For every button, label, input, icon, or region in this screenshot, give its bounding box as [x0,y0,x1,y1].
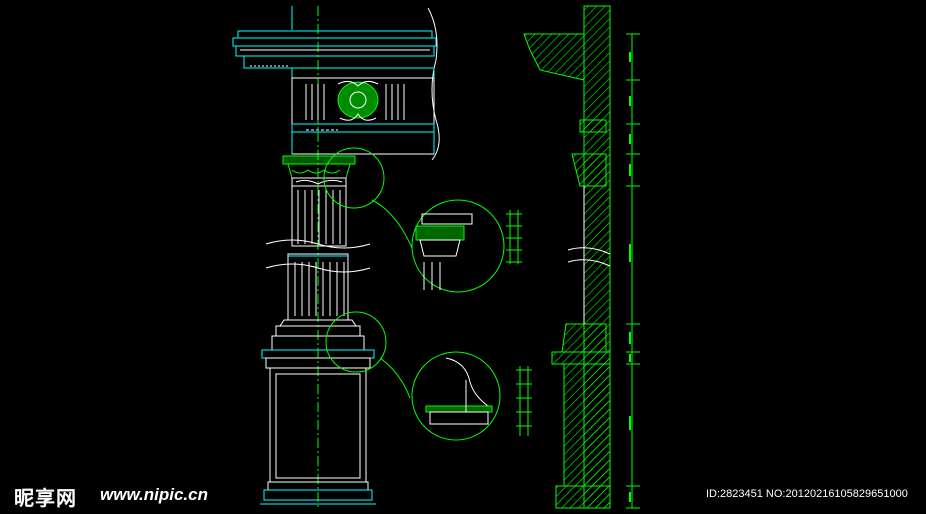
detail-callout-base [325,311,532,441]
frieze [291,67,435,155]
column-capital [282,155,356,187]
rosette-ornament [337,80,379,121]
pedestal [260,349,376,505]
cornice [232,6,440,161]
column-elevation [232,6,440,508]
watermark-id: ID:2823451 NO:20120216105829651000 [706,488,908,500]
watermark-url: www.nipic.cn [100,485,208,504]
detail-callout-capital [323,147,522,293]
nipic-logo-icon: 昵享网 [14,486,77,510]
section-profile [523,5,611,509]
dimension-chain [626,33,640,509]
